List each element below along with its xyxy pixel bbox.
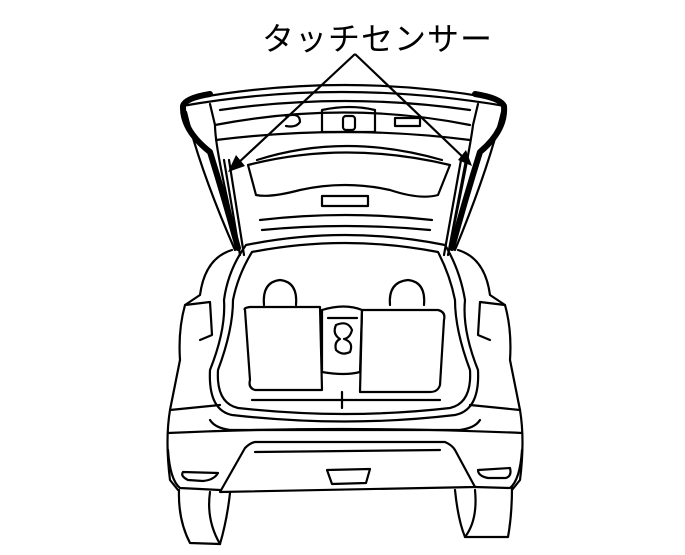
- callout-arrows: [228, 53, 472, 172]
- arrow-head-left-icon: [228, 155, 245, 172]
- touch-sensor-label: タッチセンサー: [262, 20, 494, 58]
- liftgate: [179, 83, 508, 257]
- vehicle-body: [166, 233, 524, 546]
- arrow-head-right-icon: [458, 150, 472, 166]
